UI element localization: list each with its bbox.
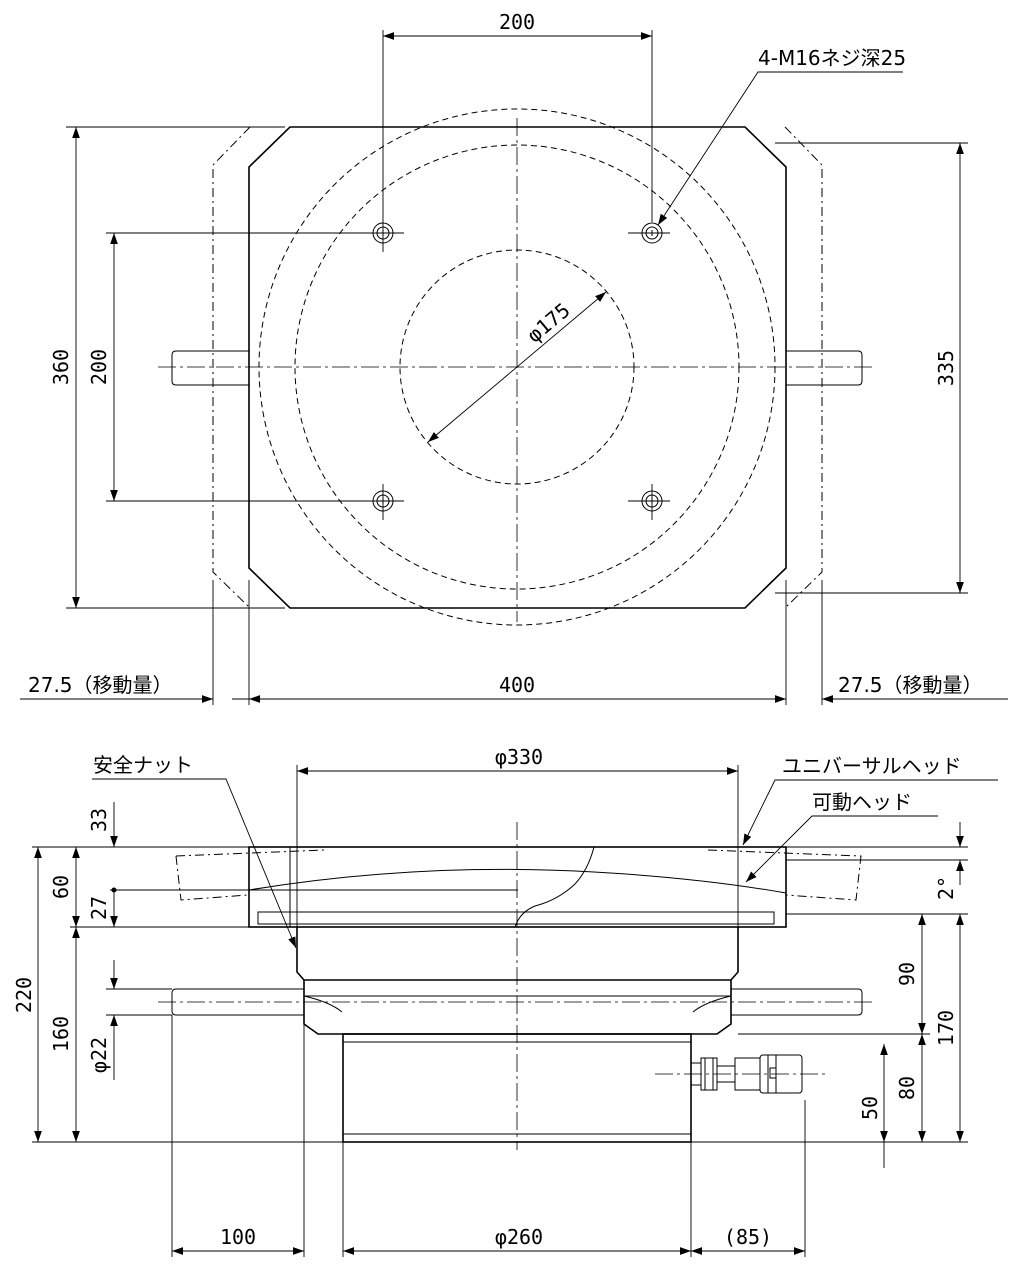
dim-27: 27	[87, 896, 111, 920]
movable-head-leader	[745, 815, 938, 883]
safety-nut-leader	[92, 778, 297, 949]
ram-lower	[303, 980, 732, 1035]
hole-center-marks	[360, 30, 670, 520]
side-right-ext	[691, 846, 968, 1143]
thread-note-leader	[657, 71, 903, 226]
phi-22: φ22	[87, 1037, 111, 1073]
top-view: 200 4-M16ネジ深25 φ175 360 200 335	[20, 10, 1008, 705]
universal-head-leader	[742, 779, 998, 846]
phi330-ext	[296, 765, 739, 927]
travel-phantom-right	[784, 126, 823, 609]
dim-80: 80	[895, 1076, 919, 1100]
dim-200-left: 200	[87, 349, 111, 385]
dim-85: (85)	[724, 1225, 772, 1249]
phi-260: φ260	[495, 1225, 543, 1249]
dim-100: 100	[220, 1225, 256, 1249]
dim-60: 60	[49, 875, 73, 899]
universal-head-plate	[248, 846, 787, 928]
handle-right	[786, 350, 863, 386]
phi175-line	[427, 291, 607, 443]
dim-160: 160	[49, 1016, 73, 1052]
ram-chamfer-marks	[303, 995, 732, 1013]
dim-200-top: 200	[499, 10, 535, 34]
dim-335: 335	[934, 350, 958, 386]
dim-bottom-ext	[212, 580, 823, 705]
side-view: φ330 安全ナット ユニバーサルヘッド 可動ヘッド 33 60 27 220	[12, 745, 998, 1257]
tilt-phantom-right	[707, 849, 862, 901]
dim-220: 220	[12, 977, 36, 1013]
dim-335-ext	[775, 142, 968, 594]
travel-phantom-left	[212, 126, 251, 609]
handle-left	[171, 350, 249, 386]
dim-360-ext	[66, 126, 285, 609]
ram-upper	[296, 927, 739, 981]
dim-50: 50	[858, 1096, 882, 1120]
side-left-ext	[32, 846, 343, 1143]
safety-nut-flange	[257, 911, 775, 925]
movable-head-curve	[514, 846, 595, 928]
dim-90: 90	[895, 962, 919, 986]
dim-360: 360	[49, 349, 73, 385]
angle-2: 2°	[934, 876, 958, 900]
movable-head-arc	[248, 868, 787, 894]
dim-33: 33	[87, 808, 111, 832]
side-bottom-ext	[171, 1015, 806, 1257]
dim-27-5-left: 27.5（移動量）	[28, 673, 173, 697]
dim-400: 400	[499, 673, 535, 697]
phi-330: φ330	[495, 745, 543, 769]
tilt-phantom-left	[175, 849, 326, 901]
dim-27-5-right: 27.5（移動量）	[838, 673, 983, 697]
movable-head: 可動ヘッド	[812, 790, 912, 814]
thread-note: 4-M16ネジ深25	[758, 46, 906, 70]
dim-170: 170	[934, 1010, 958, 1046]
safety-nut: 安全ナット	[93, 753, 193, 777]
plate-outline	[248, 126, 787, 609]
universal-head: ユニバーサルヘッド	[782, 754, 962, 778]
dim-200-left-ext	[106, 232, 368, 502]
